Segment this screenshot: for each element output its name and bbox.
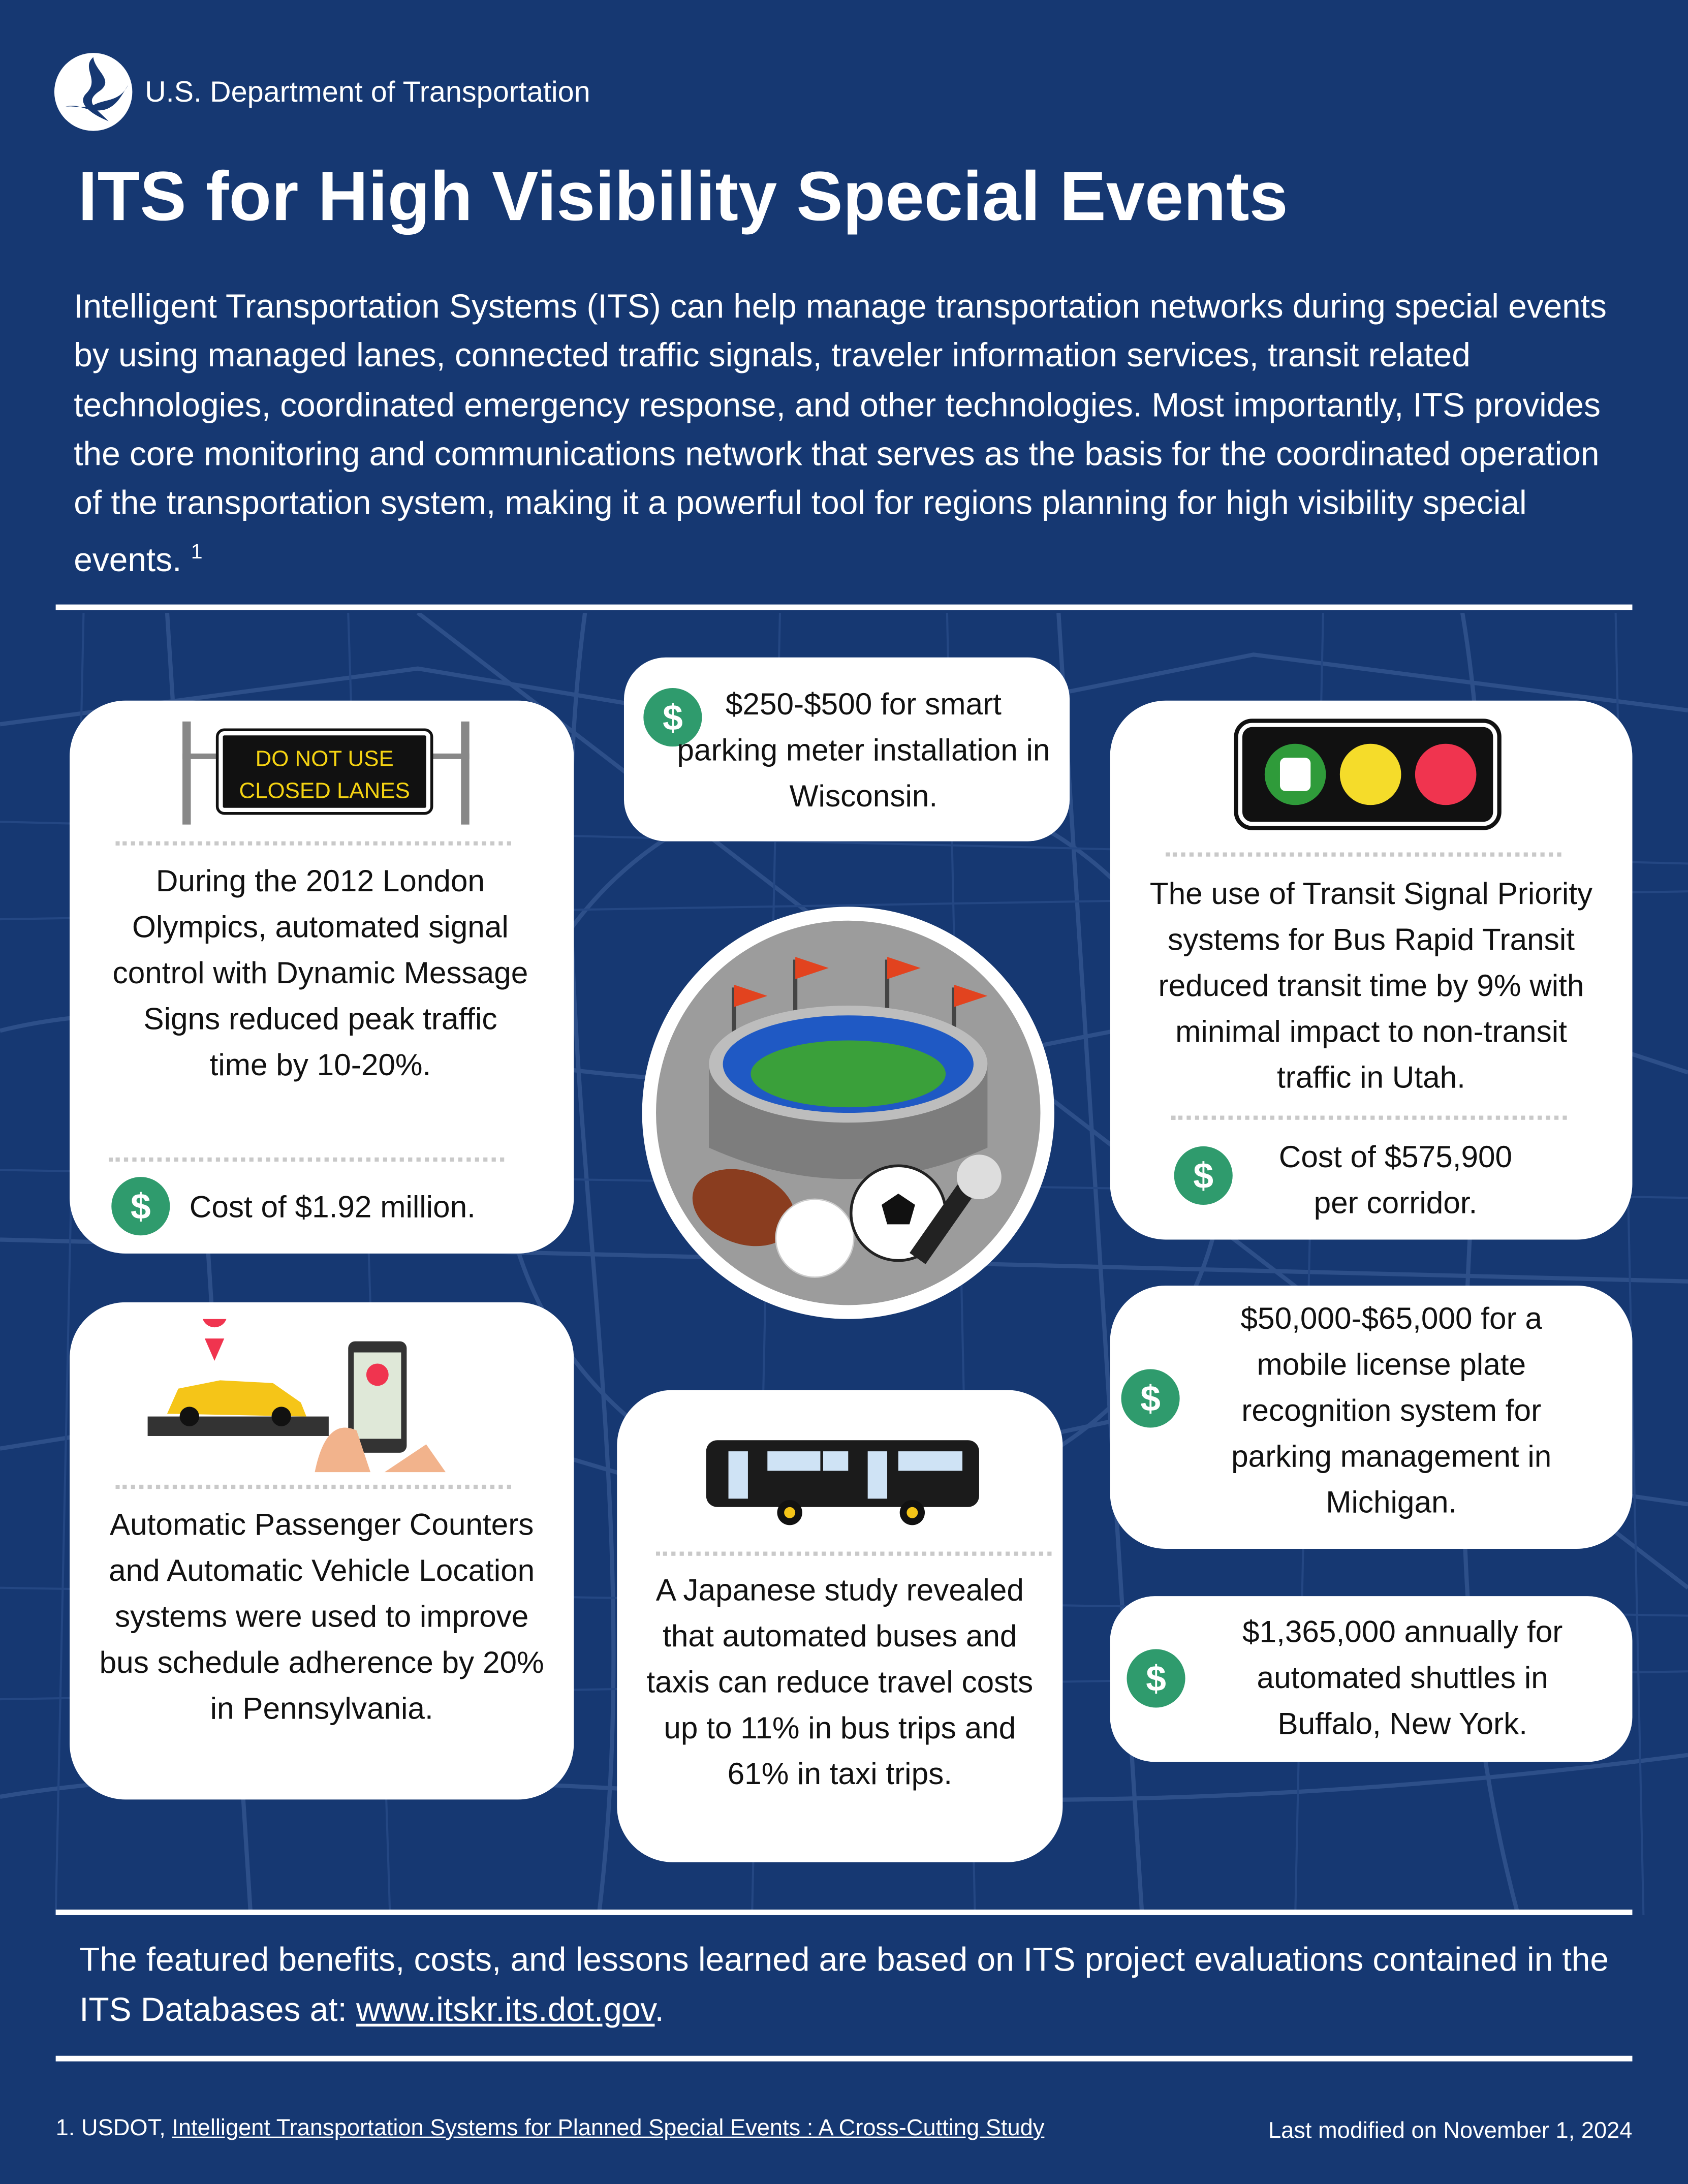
divider <box>55 2055 1633 2062</box>
card-text: $1,365,000 annually for automated shuttl… <box>1242 1614 1563 1741</box>
last-modified: Last modified on November 1, 2024 <box>1268 2118 1633 2144</box>
footer-note-text: The featured benefits, costs, and lesson… <box>79 1941 1609 2030</box>
sign-line-2: CLOSED LANES <box>239 779 410 804</box>
card-utah-tsp: The use of Transit Signal Priority syste… <box>1110 700 1633 1240</box>
itskr-link[interactable]: www.itskr.its.dot.gov <box>356 1991 655 2030</box>
reference-link[interactable]: Intelligent Transportation Systems for P… <box>172 2115 1045 2141</box>
dollar-icon: $ <box>111 1177 170 1236</box>
intro-paragraph: Intelligent Transportation Systems (ITS)… <box>74 283 1620 586</box>
footer-note: The featured benefits, costs, and lesson… <box>79 1936 1626 2036</box>
divider <box>55 604 1633 610</box>
dotted-divider <box>115 1484 511 1489</box>
dotted-divider <box>656 1551 1052 1556</box>
dotted-divider <box>1171 1115 1567 1120</box>
card-smart-parking: $ $250-$500 for smart parking meter inst… <box>623 657 1070 841</box>
card-japan-automated: A Japanese study revealed that automated… <box>617 1390 1063 1862</box>
dotted-divider <box>108 1157 505 1162</box>
dollar-icon: $ <box>1121 1369 1180 1428</box>
sign-post-right <box>461 721 470 825</box>
red-light-icon <box>1415 743 1477 805</box>
bus-light-icon <box>1264 743 1326 805</box>
bus-icon <box>706 1440 979 1525</box>
dynamic-message-sign: DO NOT USE CLOSED LANES <box>215 728 433 815</box>
card-text: During the 2012 London Olympics, automat… <box>112 863 528 1082</box>
yellow-light-icon <box>1339 743 1401 805</box>
card-london-olympics: DO NOT USE CLOSED LANES During the 2012 … <box>70 700 574 1254</box>
dollar-icon: $ <box>1127 1649 1185 1708</box>
intro-text: Intelligent Transportation Systems (ITS)… <box>74 288 1607 580</box>
dollar-icon: $ <box>1174 1146 1233 1205</box>
page-title: ITS for High Visibility Special Events <box>78 157 1288 236</box>
dotted-divider <box>1166 852 1561 857</box>
card-text: The use of Transit Signal Priority syste… <box>1149 876 1593 1095</box>
cost-text: Cost of $575,900 per corridor. <box>1278 1139 1513 1221</box>
dotted-divider <box>115 841 511 846</box>
card-pennsylvania-apc: Automatic Passenger Counters and Automat… <box>70 1302 574 1800</box>
reference-prefix: 1. USDOT, <box>55 2115 166 2141</box>
stadium-sports-illustration <box>642 907 1054 1319</box>
card-text: $250-$500 for smart parking meter instal… <box>677 687 1050 814</box>
card-buffalo-shuttles: $ $1,365,000 annually for automated shut… <box>1110 1596 1633 1762</box>
traffic-signal-icon <box>1234 719 1502 830</box>
sign-line-1: DO NOT USE <box>255 747 394 772</box>
reference: 1. USDOT, Intelligent Transportation Sys… <box>56 2116 1045 2142</box>
usdot-logo-icon <box>54 53 133 131</box>
period: . <box>654 1991 664 2030</box>
card-text: A Japanese study revealed that automated… <box>646 1572 1034 1791</box>
agency-name: U.S. Department of Transportation <box>145 76 590 109</box>
sign-post-left <box>182 721 191 825</box>
footnote-marker: 1 <box>191 541 203 565</box>
card-text: $50,000-$65,000 for a mobile license pla… <box>1231 1301 1552 1520</box>
card-michigan-lpr: $ $50,000-$65,000 for a mobile license p… <box>1110 1285 1633 1549</box>
divider <box>55 1909 1633 1915</box>
dollar-icon: $ <box>643 688 702 747</box>
cost-text: Cost of $1.92 million. <box>189 1189 476 1225</box>
card-text: Automatic Passenger Counters and Automat… <box>99 1507 544 1726</box>
taxi-phone-map-icon <box>147 1319 446 1473</box>
